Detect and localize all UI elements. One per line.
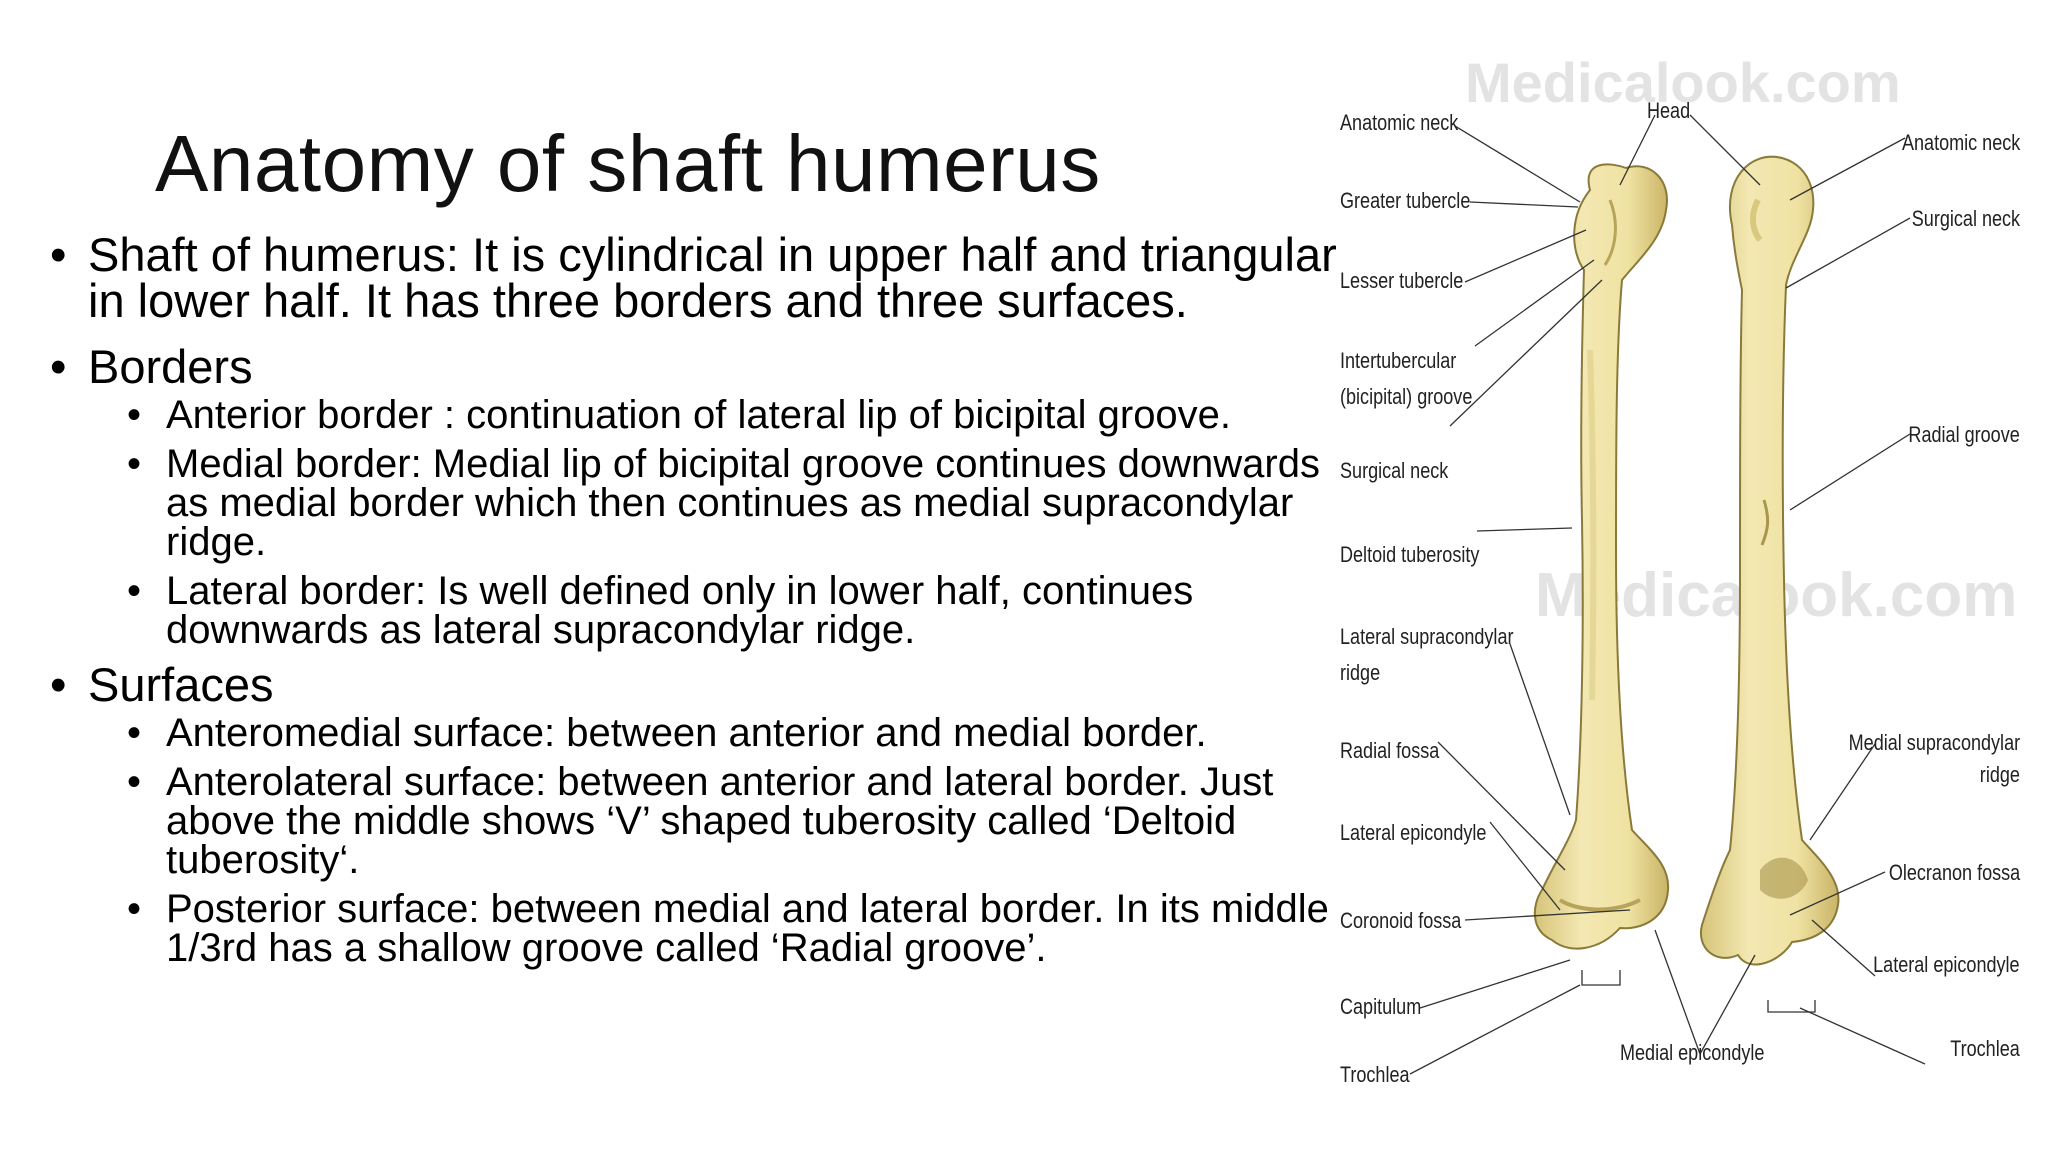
bullet-shaft: • Shaft of humerus: It is cylindrical in… bbox=[40, 228, 1340, 324]
bullet-dot: • bbox=[127, 887, 142, 931]
label-coronoid-fossa: Coronoid fossa bbox=[1340, 908, 1462, 933]
bullet-dot: • bbox=[50, 340, 67, 393]
humerus-figure: Medicalook.com Medicalook.com bbox=[1320, 50, 2040, 1110]
surface-posterior: • Posterior surface: between medial and … bbox=[40, 887, 1340, 970]
label-lateral-epicondyle-right: Lateral epicondyle bbox=[1873, 952, 2020, 977]
label-lateral-epicondyle-left: Lateral epicondyle bbox=[1340, 820, 1487, 845]
label-capitulum: Capitulum bbox=[1340, 994, 1422, 1019]
label-surgical-neck-right: Surgical neck bbox=[1911, 206, 2020, 231]
label-trochlea-left: Trochlea bbox=[1340, 1062, 1410, 1087]
label-head: Head bbox=[1647, 98, 1691, 123]
label-anatomic-neck-right: Anatomic neck bbox=[1901, 130, 2020, 155]
borders-group: • Borders • Anterior border : continuati… bbox=[40, 340, 1340, 652]
label-medial-supracondylar-2: ridge bbox=[1979, 762, 2020, 787]
humerus-illustration bbox=[1409, 114, 1926, 1075]
label-anatomic-neck-left: Anatomic neck bbox=[1340, 110, 1459, 135]
label-lateral-supracondylar-1: Lateral supracondylar bbox=[1340, 624, 1514, 649]
leader-lines bbox=[1409, 114, 1926, 1075]
borders-heading: Borders bbox=[88, 340, 253, 393]
bullet-dot: • bbox=[50, 658, 67, 711]
border-medial: • Medial border: Medial lip of bicipital… bbox=[40, 442, 1340, 564]
label-medial-supracondylar-1: Medial supracondylar bbox=[1848, 730, 2020, 755]
trochlea-brackets bbox=[1581, 970, 1816, 1013]
label-greater-tubercle: Greater tubercle bbox=[1340, 188, 1471, 213]
label-radial-fossa: Radial fossa bbox=[1340, 738, 1440, 763]
label-lateral-supracondylar-2: ridge bbox=[1340, 660, 1381, 685]
bullet-surfaces: • Surfaces bbox=[40, 658, 1340, 711]
label-deltoid-tuberosity: Deltoid tuberosity bbox=[1340, 542, 1480, 567]
bullet-dot: • bbox=[127, 711, 142, 755]
posterior-humerus bbox=[1699, 155, 1840, 966]
border-lateral: • Lateral border: Is well defined only i… bbox=[40, 569, 1340, 652]
label-olecranon-fossa: Olecranon fossa bbox=[1888, 860, 2020, 885]
bullet-dot: • bbox=[127, 569, 142, 613]
bullet-dot: • bbox=[50, 228, 67, 281]
surface-anteromedial: • Anteromedial surface: between anterior… bbox=[40, 711, 1340, 755]
surface-posterior-text: Posterior surface: between medial and la… bbox=[166, 887, 1329, 970]
surface-anterolateral-text: Anterolateral surface: between anterior … bbox=[166, 760, 1274, 882]
surfaces-group: • Surfaces • Anteromedial surface: betwe… bbox=[40, 658, 1340, 970]
bullet-dot: • bbox=[127, 393, 142, 437]
label-surgical-neck-left: Surgical neck bbox=[1340, 458, 1449, 483]
bullet-shaft-text: Shaft of humerus: It is cylindrical in u… bbox=[88, 228, 1337, 327]
label-trochlea-right: Trochlea bbox=[1950, 1036, 2020, 1061]
surfaces-heading: Surfaces bbox=[88, 658, 274, 711]
label-intertubercular-2: (bicipital) groove bbox=[1340, 384, 1473, 409]
label-medial-epicondyle: Medial epicondyle bbox=[1620, 1040, 1765, 1065]
bullet-borders: • Borders bbox=[40, 340, 1340, 393]
border-anterior: • Anterior border : continuation of late… bbox=[40, 393, 1340, 437]
label-radial-groove: Radial groove bbox=[1908, 422, 2020, 447]
anterior-humerus bbox=[1533, 163, 1670, 950]
border-lateral-text: Lateral border: Is well defined only in … bbox=[166, 569, 1194, 652]
label-intertubercular-1: Intertubercular bbox=[1340, 348, 1457, 373]
slide-body: • Shaft of humerus: It is cylindrical in… bbox=[40, 228, 1340, 980]
border-medial-text: Medial border: Medial lip of bicipital g… bbox=[166, 442, 1320, 564]
bullet-dot: • bbox=[127, 760, 142, 804]
bullet-dot: • bbox=[127, 442, 142, 486]
slide-title: Anatomy of shaft humerus bbox=[155, 119, 1101, 208]
surface-anterolateral: • Anterolateral surface: between anterio… bbox=[40, 760, 1340, 882]
label-lesser-tubercle: Lesser tubercle bbox=[1340, 268, 1464, 293]
watermark-top: Medicalook.com bbox=[1465, 51, 1901, 114]
border-anterior-text: Anterior border : continuation of latera… bbox=[166, 393, 1232, 437]
surface-anteromedial-text: Anteromedial surface: between anterior a… bbox=[166, 711, 1207, 755]
